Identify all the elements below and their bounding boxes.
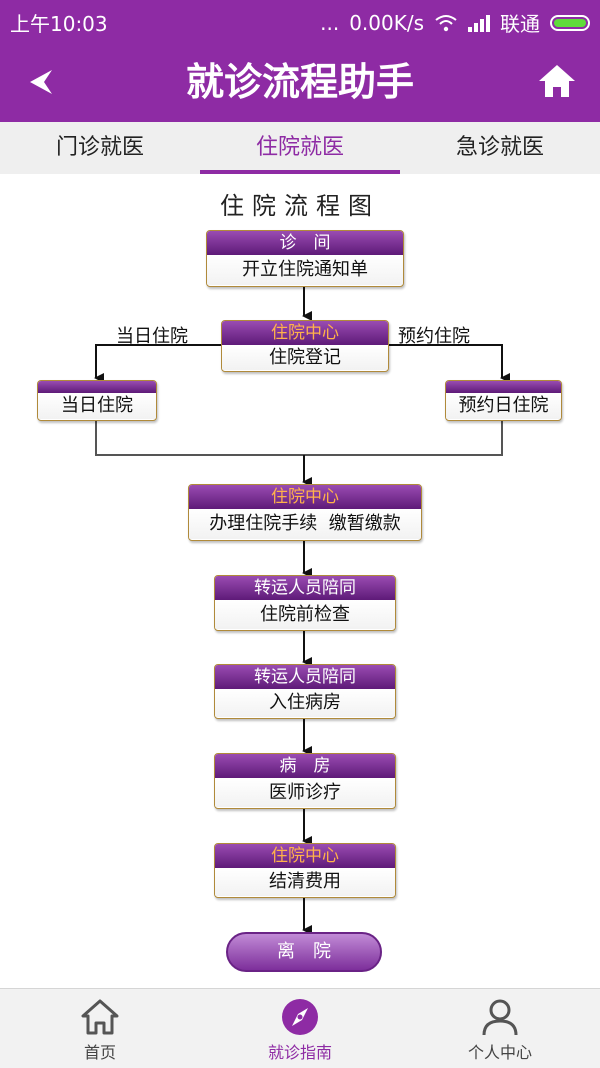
status-right: ... 0.00K/s 联通 (320, 8, 590, 37)
home-icon[interactable] (536, 60, 578, 102)
tab-active-indicator (200, 170, 400, 174)
network-speed: 0.00K/s (349, 10, 424, 35)
step-header: 住院中心 (189, 485, 421, 509)
home-outline-icon (81, 999, 119, 1035)
step-consultation-room: 诊 间 开立住院通知单 (206, 230, 404, 287)
step-body: 医师诊疗 (215, 778, 395, 807)
nav-profile[interactable]: 个人中心 (400, 989, 600, 1068)
step-body: 办理住院手续 缴暂缴款 (189, 509, 421, 539)
discharge-terminal: 离 院 (226, 932, 382, 972)
step-ward-admission: 转运人员陪同 入住病房 (214, 664, 396, 719)
back-arrow-icon[interactable] (22, 62, 62, 102)
step-body: 当日住院 (38, 393, 156, 419)
step-body: 开立住院通知单 (207, 255, 403, 285)
step-registration: 住院中心 住院登记 (221, 320, 389, 372)
flowchart-title: 住院流程图 (220, 192, 380, 220)
tab-bar: 门诊就医 住院就医 急诊就医 (0, 122, 600, 174)
step-header (38, 381, 156, 393)
step-header (446, 381, 561, 393)
step-header: 病 房 (215, 754, 395, 778)
status-time: 上午10:03 (10, 12, 108, 36)
branch-label-same-day: 当日住院 (116, 326, 188, 347)
compass-icon (282, 999, 318, 1035)
nav-profile-label: 个人中心 (467, 1043, 532, 1062)
step-header: 转运人员陪同 (215, 665, 395, 689)
branch-label-scheduled: 预约住院 (398, 326, 470, 347)
nav-guide[interactable]: 就诊指南 (200, 989, 400, 1068)
tab-emergency[interactable]: 急诊就医 (455, 135, 544, 160)
tab-inpatient[interactable]: 住院就医 (200, 122, 400, 174)
wifi-icon (435, 14, 457, 31)
step-admission-procedures: 住院中心 办理住院手续 缴暂缴款 (188, 484, 422, 541)
status-dots: ... (320, 10, 340, 35)
page-title: 就诊流程助手 (185, 60, 414, 104)
nav-home[interactable]: 首页 (0, 989, 200, 1068)
nav-home-label: 首页 (83, 1043, 116, 1062)
step-header: 诊 间 (207, 231, 403, 255)
step-body: 住院登记 (222, 345, 388, 370)
step-body: 结清费用 (215, 868, 395, 896)
tab-outpatient[interactable]: 门诊就医 (55, 135, 144, 160)
status-bar: 上午10:03 ... 0.00K/s 联通 (0, 0, 600, 42)
carrier-name: 联通 (500, 12, 540, 36)
same-day-admission-box: 当日住院 (37, 380, 157, 421)
nav-guide-label: 就诊指南 (267, 1043, 332, 1062)
step-header: 住院中心 (215, 844, 395, 868)
tab-inpatient-label: 住院就医 (255, 135, 344, 160)
step-pre-admission-check: 转运人员陪同 住院前检查 (214, 575, 396, 631)
step-body: 预约日住院 (446, 393, 561, 419)
step-physician-treatment: 病 房 医师诊疗 (214, 753, 396, 809)
signal-icon (468, 14, 490, 32)
step-settle-bill: 住院中心 结清费用 (214, 843, 396, 898)
step-body: 入住病房 (215, 689, 395, 717)
step-body: 住院前检查 (215, 600, 395, 629)
step-header: 转运人员陪同 (215, 576, 395, 600)
battery-icon (550, 14, 590, 31)
app-header: 就诊流程助手 (0, 42, 600, 122)
bottom-nav: 首页 就诊指南 个人中心 (0, 988, 600, 1068)
person-icon (482, 999, 518, 1036)
scheduled-admission-box: 预约日住院 (445, 380, 562, 421)
step-header: 住院中心 (222, 321, 388, 345)
